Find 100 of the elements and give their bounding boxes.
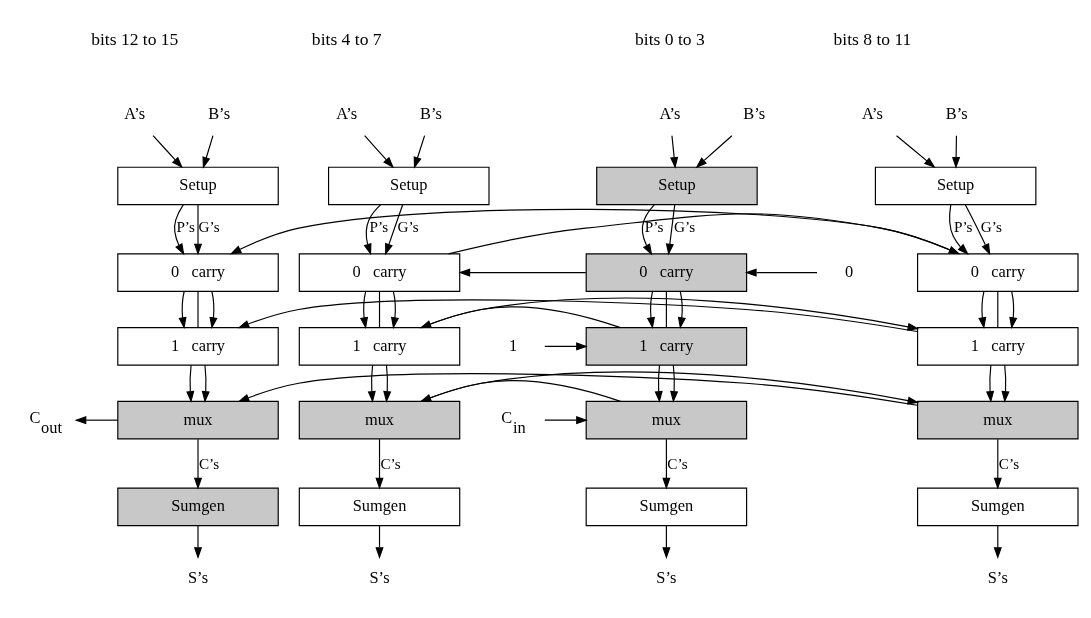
node-text: A’s [124, 103, 146, 123]
arrow [1009, 290, 1018, 329]
arrow [209, 290, 218, 329]
node-box: Setup [328, 166, 490, 205]
node-text: B’s [420, 103, 442, 123]
edge-label: P’s [644, 217, 664, 235]
edge-label: C’s [198, 454, 220, 472]
node-box: Setup [874, 166, 1037, 205]
node-box: 0 carry [917, 252, 1079, 292]
arrow [662, 524, 671, 559]
node-box: Sumgen [917, 487, 1079, 526]
arrow [695, 134, 733, 168]
arrow [237, 298, 918, 332]
arrow [419, 305, 622, 328]
node-box: 1 carry [298, 326, 461, 366]
arrow [363, 203, 382, 255]
arrow [458, 268, 587, 277]
arrow [665, 203, 676, 255]
arrow [390, 290, 400, 329]
label: bits 12 to 15 [91, 28, 179, 49]
arrow [654, 364, 663, 403]
arrow [237, 372, 918, 406]
node-box: 1 carry [117, 326, 279, 366]
arrow [670, 364, 679, 403]
node-box: mux [298, 400, 461, 439]
arrow [419, 379, 622, 402]
edge-label: G’s [980, 217, 1002, 235]
node-box: 0 carry [117, 252, 279, 292]
arrow [985, 364, 995, 403]
connector [197, 290, 199, 328]
node-box: mux [585, 400, 748, 439]
node-text: 0 [844, 261, 854, 281]
arrow [383, 364, 392, 403]
arrow [385, 203, 404, 255]
arrow [229, 208, 960, 254]
arrow [993, 524, 1002, 559]
node-box: 0 carry [298, 252, 461, 292]
edge-label: C’s [998, 454, 1020, 472]
arrow [447, 212, 961, 254]
node-box: mux [917, 400, 1079, 439]
label: bits 8 to 11 [833, 28, 912, 49]
arrow [364, 134, 394, 168]
label: bits 4 to 7 [311, 28, 382, 49]
arrow [641, 203, 655, 255]
arrow [201, 364, 210, 403]
node-box: 0 carry [585, 252, 748, 292]
arrow [193, 203, 203, 255]
node-box: mux [117, 400, 279, 439]
edge-label: P’s [369, 217, 389, 235]
node-text: S’s [369, 567, 390, 587]
node-box: Setup [596, 166, 758, 205]
arrow [662, 438, 671, 490]
arrow [978, 290, 987, 329]
arrow [993, 438, 1002, 490]
arrow [178, 290, 187, 329]
node-text: B’s [945, 103, 968, 123]
arrow [420, 297, 920, 331]
arrow [670, 134, 679, 169]
arrow [359, 290, 369, 329]
connector [378, 290, 381, 328]
node-box: Setup [117, 166, 279, 205]
arrow [964, 203, 991, 255]
label: bits 0 to 3 [635, 28, 705, 49]
node-box: Sumgen [585, 487, 748, 526]
arrow [375, 438, 384, 490]
node-text: 1 [508, 335, 518, 355]
node-box: 1 carry [917, 326, 1079, 366]
arrow [677, 290, 686, 329]
arrow [952, 134, 961, 169]
edge-label: G’s [673, 217, 696, 235]
arrow [367, 364, 376, 403]
edge-label: G’s [397, 217, 419, 235]
edge-label: C’s [380, 454, 401, 472]
arrow [152, 134, 183, 168]
arrow [895, 134, 936, 168]
arrow [413, 134, 426, 169]
node-text: B’s [208, 103, 231, 123]
node-text: B’s [743, 103, 766, 123]
node-text: S’s [188, 567, 209, 587]
connector [665, 290, 667, 328]
arrow [174, 203, 185, 255]
arrow [74, 415, 119, 424]
arrow [544, 415, 588, 424]
connector [997, 290, 999, 328]
arrow [375, 524, 384, 559]
node-text: A’s [862, 103, 883, 123]
node-box: Sumgen [298, 487, 461, 526]
node-text: A’s [659, 103, 681, 123]
edge-label: P’s [176, 217, 196, 235]
node-box: 1 carry [585, 326, 748, 366]
node-text: A’s [336, 103, 358, 123]
edge-label: C’s [667, 454, 688, 472]
arrow [202, 134, 214, 169]
arrow [186, 364, 195, 403]
arrow [193, 438, 203, 490]
edge-label: P’s [953, 217, 973, 235]
arrow [193, 524, 203, 559]
arrow [949, 203, 969, 255]
arrow [646, 290, 655, 329]
arrow [544, 341, 588, 350]
